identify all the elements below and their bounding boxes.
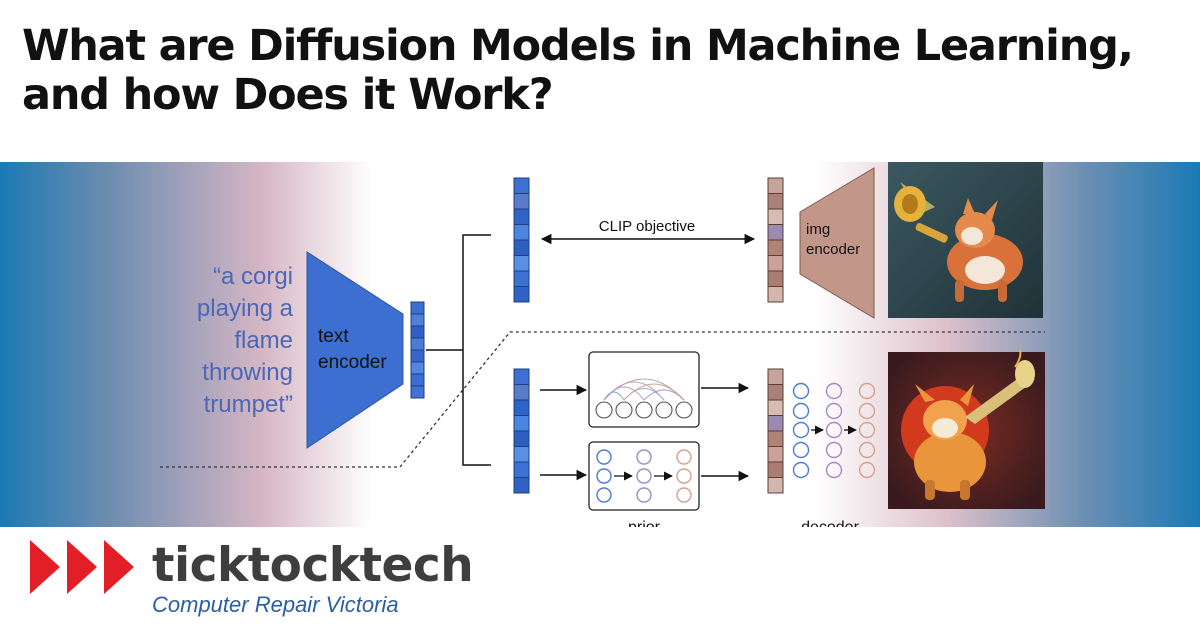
page-title: What are Diffusion Models in Machine Lea… bbox=[22, 21, 1134, 120]
clip-image-embedding bbox=[767, 177, 784, 303]
prior-label: prior bbox=[628, 519, 661, 527]
prompt-text: “a corgi playing a flame throwing trumpe… bbox=[197, 263, 294, 418]
prompt-line: “a corgi bbox=[213, 263, 293, 290]
clip-objective-label: CLIP objective bbox=[599, 218, 695, 235]
prompt-line: throwing bbox=[202, 359, 293, 386]
play-arrows-icon bbox=[30, 540, 134, 594]
prior-input-embedding bbox=[513, 368, 530, 494]
prior-autoregressive-box bbox=[588, 351, 700, 428]
text-encoder-label: text bbox=[318, 326, 349, 347]
branch-connector bbox=[426, 234, 491, 466]
img-encoder-label: encoder bbox=[806, 241, 860, 258]
decoder-network bbox=[792, 382, 876, 479]
logo-tagline: Computer Repair Victoria bbox=[152, 592, 399, 617]
prior-diffusion-box bbox=[588, 441, 700, 511]
img-encoder-label: img bbox=[806, 221, 830, 238]
logo-brand-name: ticktocktech bbox=[152, 538, 474, 593]
clip-text-embedding bbox=[513, 177, 530, 303]
prompt-line: playing a bbox=[197, 295, 294, 322]
img-encoder-block bbox=[799, 167, 875, 319]
prompt-line: trumpet” bbox=[204, 391, 293, 418]
corgi-trumpet-image bbox=[888, 162, 1043, 318]
prompt-line: flame bbox=[234, 327, 293, 354]
ticktocktech-logo[interactable] bbox=[30, 534, 450, 624]
text-encoder-block bbox=[306, 251, 404, 449]
text-embedding-vector bbox=[410, 301, 425, 399]
corgi-trombone-image bbox=[888, 349, 1045, 509]
decoder-input-embedding bbox=[767, 368, 784, 494]
decoder-label: decoder bbox=[801, 519, 859, 527]
unclip-diagram-banner: “a corgi playing a flame throwing trumpe… bbox=[0, 162, 1200, 527]
dashed-separator bbox=[160, 331, 1045, 468]
text-encoder-label: encoder bbox=[318, 352, 387, 373]
